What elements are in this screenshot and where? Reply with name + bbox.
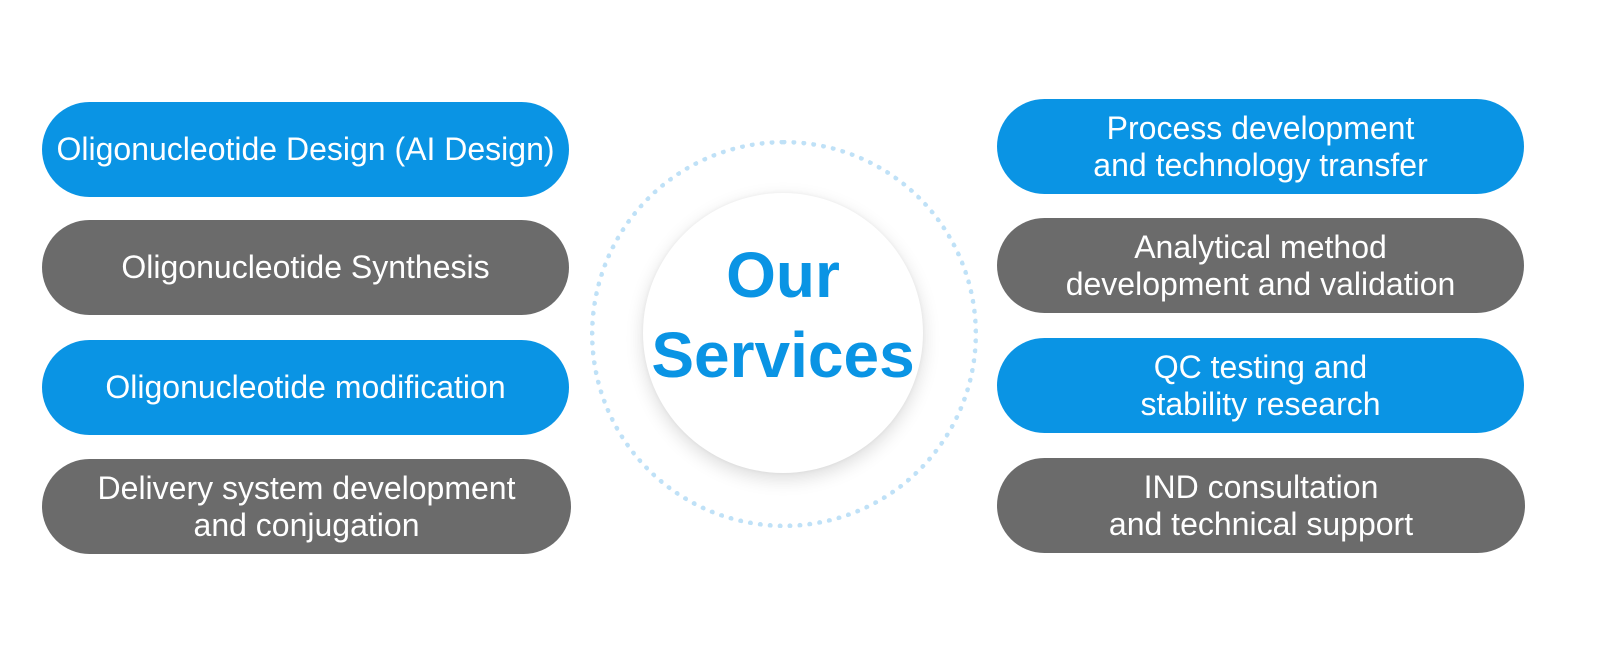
center-title: Our Services bbox=[643, 235, 923, 395]
service-process-pill: Process development and technology trans… bbox=[997, 99, 1524, 194]
service-analytical-pill: Analytical method development and valida… bbox=[997, 218, 1524, 313]
service-label: Oligonucleotide modification bbox=[105, 369, 506, 405]
service-label-line1: Process development bbox=[1106, 109, 1415, 146]
service-label-line2: and technology transfer bbox=[1093, 146, 1428, 183]
service-modification-pill: Oligonucleotide modification bbox=[42, 340, 569, 435]
service-design-pill: Oligonucleotide Design (AI Design) bbox=[42, 102, 569, 197]
service-label-line2: stability research bbox=[1140, 385, 1381, 422]
service-label-line1: IND consultation bbox=[1143, 468, 1379, 505]
center-circle bbox=[643, 193, 923, 473]
center-title-line1: Our bbox=[726, 239, 840, 311]
service-synthesis-pill: Oligonucleotide Synthesis bbox=[42, 220, 569, 315]
service-label: Oligonucleotide Design (AI Design) bbox=[56, 131, 555, 167]
service-ind-pill: IND consultation and technical support bbox=[997, 458, 1525, 553]
service-label: Oligonucleotide Synthesis bbox=[121, 249, 490, 285]
service-label-line2: development and validation bbox=[1065, 265, 1456, 302]
service-label-line1: Analytical method bbox=[1134, 228, 1387, 265]
service-label-line1: QC testing and bbox=[1153, 348, 1368, 385]
service-delivery-pill: Delivery system development and conjugat… bbox=[42, 459, 571, 554]
service-qc-pill: QC testing and stability research bbox=[997, 338, 1524, 433]
service-label-line1: Delivery system development bbox=[97, 469, 516, 506]
dotted-ring bbox=[590, 140, 978, 528]
service-label-line2: and technical support bbox=[1108, 505, 1414, 542]
center-title-line2: Services bbox=[651, 319, 915, 391]
service-label-line2: and conjugation bbox=[193, 506, 420, 543]
